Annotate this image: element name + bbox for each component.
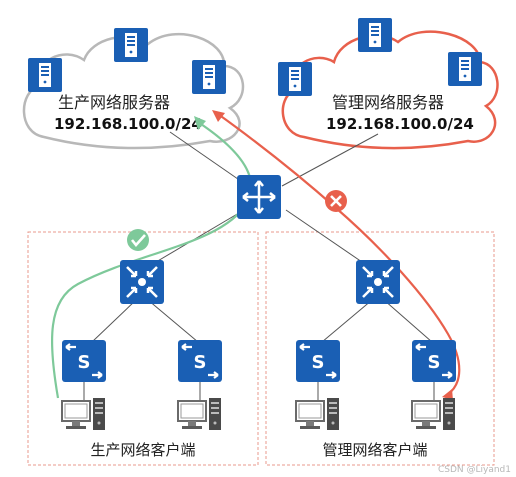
management-zone-label: 管理网络客户端 xyxy=(322,441,427,459)
check-mark-icon xyxy=(127,229,149,251)
access-switch-1: S xyxy=(62,340,106,382)
link-core-right-access-2 xyxy=(383,299,433,343)
link-core-left-access-1 xyxy=(91,299,137,343)
management-client-1 xyxy=(295,398,340,431)
production-zone-label: 生产网络客户端 xyxy=(90,441,195,459)
watermark: CSDN @Liyand1 xyxy=(438,465,511,475)
management-cloud-subnet: 192.168.100.0/24 xyxy=(326,115,474,133)
x-mark-icon xyxy=(325,190,347,212)
allowed-path xyxy=(50,121,253,399)
link-router-core-right xyxy=(285,209,363,263)
link-core-left-access-2 xyxy=(147,299,199,343)
production-server-2 xyxy=(114,28,148,62)
blocked-path xyxy=(217,113,461,395)
access-switch-3-label: S xyxy=(312,352,325,373)
production-client-2 xyxy=(177,398,222,431)
production-server-1 xyxy=(28,58,62,92)
link-production-cloud-router xyxy=(169,131,249,187)
allowed-path-arrowhead xyxy=(194,116,206,130)
management-client-2 xyxy=(411,398,456,431)
access-switch-2-label: S xyxy=(194,352,207,373)
management-client-zone xyxy=(265,231,495,466)
blocked-path-arrowhead-bottom xyxy=(442,389,453,400)
blocked-path-arrowhead-top xyxy=(212,110,225,122)
core-switch-management xyxy=(356,260,400,304)
network-links xyxy=(83,131,435,400)
access-switch-2: S xyxy=(178,340,222,382)
production-server-3 xyxy=(192,60,226,94)
management-server-3 xyxy=(448,52,482,86)
access-switch-4-label: S xyxy=(428,352,441,373)
management-server-2 xyxy=(358,18,392,52)
production-client-1 xyxy=(61,398,106,431)
production-cloud-name: 生产网络服务器 xyxy=(58,93,170,112)
link-management-cloud-router xyxy=(281,133,379,187)
router-icon xyxy=(237,175,281,219)
access-switch-3: S xyxy=(296,340,340,382)
link-router-core-left xyxy=(155,209,245,263)
management-cloud-name: 管理网络服务器 xyxy=(332,93,444,112)
access-switch-1-label: S xyxy=(78,352,91,373)
link-core-right-access-1 xyxy=(321,299,373,343)
core-switch-production xyxy=(120,260,164,304)
management-server-1 xyxy=(278,62,312,96)
access-switch-4: S xyxy=(412,340,456,382)
production-cloud-subnet: 192.168.100.0/24 xyxy=(54,115,202,133)
